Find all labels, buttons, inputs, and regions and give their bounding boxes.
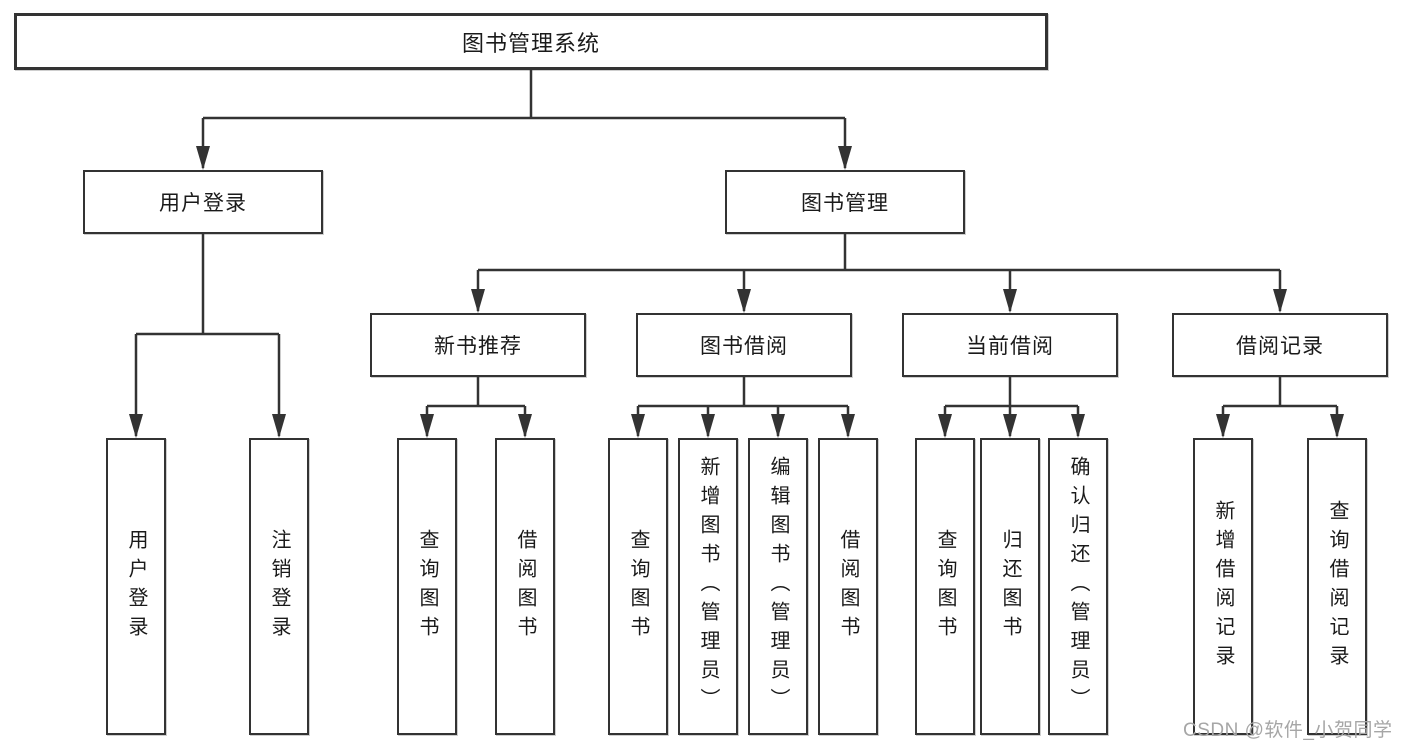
node-label: 用户登录: [159, 192, 247, 215]
arrow-icon: [518, 414, 532, 438]
leaf-logout: 注销登录: [249, 438, 309, 735]
leaf-records-add-record: 新增借阅记录: [1193, 438, 1253, 735]
node-borrow-records: 借阅记录: [1172, 313, 1388, 377]
arrow-icon: [1003, 289, 1017, 313]
arrow-icon: [771, 414, 785, 438]
leaf-current-return-books: 归还图书: [980, 438, 1040, 735]
leaf-borrow-edit-books-admin: 编辑图书（管理员）: [748, 438, 808, 735]
node-label: 查询图书: [416, 528, 438, 645]
arrow-icon: [1003, 414, 1017, 438]
connector-records-to-leaves: [1221, 377, 1339, 436]
node-label: 编辑图书（管理员）: [767, 456, 789, 717]
node-user-login: 用户登录: [83, 170, 323, 234]
node-label: 借阅记录: [1236, 335, 1324, 358]
arrow-icon: [841, 414, 855, 438]
csdn-watermark: CSDN @软件_小贺同学: [1183, 720, 1393, 741]
arrow-icon: [1330, 414, 1344, 438]
node-label: 新增借阅记录: [1212, 499, 1234, 674]
node-library-management-system: 图书管理系统: [14, 13, 1048, 70]
arrow-icon: [701, 414, 715, 438]
leaf-recommend-query-books: 查询图书: [397, 438, 457, 735]
node-label: 查询图书: [934, 528, 956, 645]
node-label: 借阅图书: [514, 528, 536, 645]
node-book-borrow: 图书借阅: [636, 313, 852, 377]
leaf-current-query-books: 查询图书: [915, 438, 975, 735]
leaf-borrow-add-books-admin: 新增图书（管理员）: [678, 438, 738, 735]
leaf-current-confirm-return-admin: 确认归还（管理员）: [1048, 438, 1108, 735]
connector-recommend-to-leaves: [425, 377, 527, 436]
node-label: 新增图书（管理员）: [697, 456, 719, 717]
node-label: 注销登录: [268, 528, 290, 645]
arrow-icon: [471, 289, 485, 313]
leaf-user-login: 用户登录: [106, 438, 166, 735]
node-label: 图书借阅: [700, 335, 788, 358]
connector-user-login-to-leaves: [134, 234, 281, 436]
leaf-records-query-record: 查询借阅记录: [1307, 438, 1367, 735]
arrow-icon: [272, 414, 286, 438]
leaf-borrow-query-books: 查询图书: [608, 438, 668, 735]
arrow-icon: [737, 289, 751, 313]
connector-book-management-to-level3: [476, 234, 1282, 311]
leaf-recommend-borrow-books: 借阅图书: [495, 438, 555, 735]
arrow-icon: [1071, 414, 1085, 438]
connector-borrow-to-leaves: [636, 377, 850, 436]
arrow-icon: [1216, 414, 1230, 438]
node-label: 当前借阅: [966, 335, 1054, 358]
node-label: 新书推荐: [434, 335, 522, 358]
node-label: 图书管理: [801, 192, 889, 215]
node-label: 图书管理系统: [461, 30, 600, 56]
node-label: 确认归还（管理员）: [1067, 456, 1089, 717]
node-label: 用户登录: [125, 528, 147, 645]
arrow-icon: [420, 414, 434, 438]
arrow-icon: [631, 414, 645, 438]
arrow-icon: [1273, 289, 1287, 313]
node-book-management: 图书管理: [725, 170, 965, 234]
node-new-book-recommend: 新书推荐: [370, 313, 586, 377]
arrow-icon: [838, 146, 852, 170]
leaf-borrow-borrow-books: 借阅图书: [818, 438, 878, 735]
node-label: 查询借阅记录: [1326, 499, 1348, 674]
node-label: 借阅图书: [837, 528, 859, 645]
arrow-icon: [938, 414, 952, 438]
arrow-icon: [129, 414, 143, 438]
node-current-borrow: 当前借阅: [902, 313, 1118, 377]
arrow-icon: [196, 146, 210, 170]
node-label: 查询图书: [627, 528, 649, 645]
connector-root-to-level2: [201, 70, 847, 168]
node-label: 归还图书: [999, 528, 1021, 645]
